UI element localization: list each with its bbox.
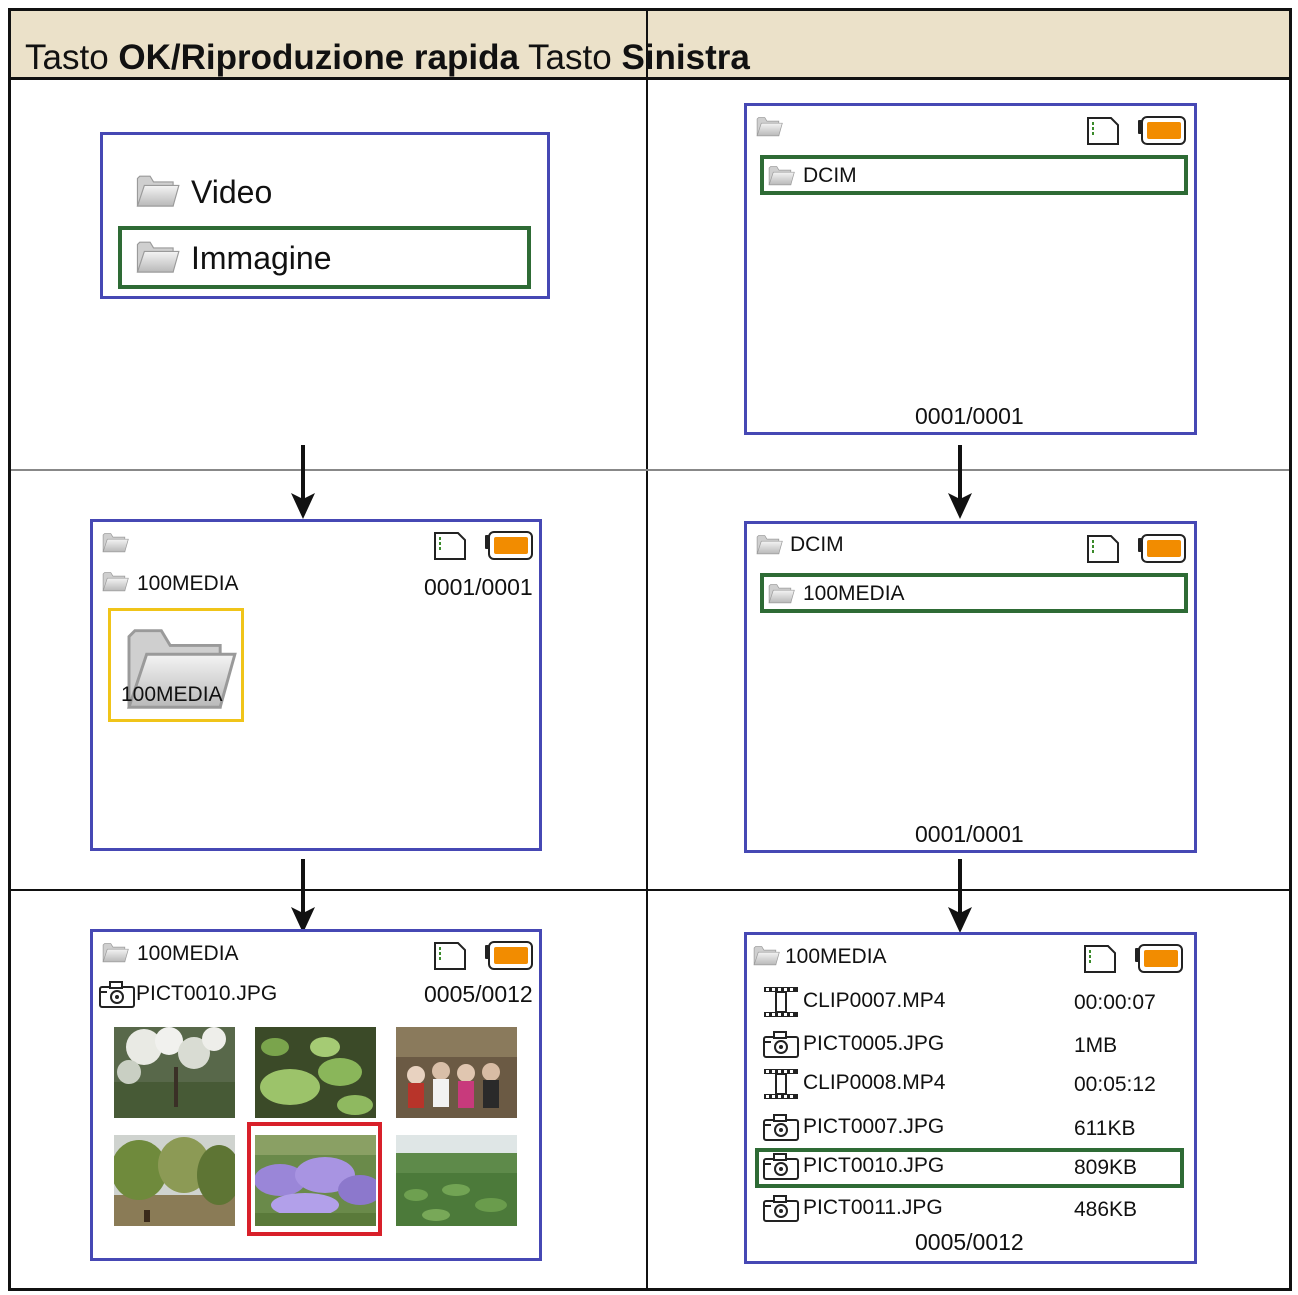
- screen-dcim: [744, 521, 1197, 853]
- header-title: Tasto OK/Riproduzione rapida Tasto Sinis…: [25, 38, 750, 78]
- file-name[interactable]: CLIP0007.MP4: [803, 989, 946, 1012]
- thumbnail-2[interactable]: [255, 1027, 376, 1118]
- thumbnail-4[interactable]: [114, 1135, 235, 1226]
- sd-card-icon: [1086, 116, 1120, 146]
- thumbnail-selection-highlight: [247, 1122, 382, 1236]
- folder-icon: [755, 532, 783, 556]
- arrow-down-icon: [291, 859, 315, 933]
- folder-dcim[interactable]: DCIM: [803, 164, 857, 187]
- file-info: 00:00:07: [1074, 991, 1156, 1014]
- header-text-3: Tasto: [518, 38, 622, 77]
- camera-icon: [762, 1029, 800, 1064]
- file-info: 486KB: [1074, 1198, 1138, 1221]
- arrow-down-icon: [948, 859, 972, 933]
- file-name[interactable]: CLIP0008.MP4: [803, 1071, 946, 1094]
- battery-icon: [1134, 944, 1184, 974]
- menu-item-video[interactable]: Video: [191, 174, 273, 210]
- battery-icon: [1137, 534, 1187, 564]
- current-path: 100MEDIA: [137, 942, 239, 965]
- screen-menu: [100, 132, 550, 299]
- header-text-1: Tasto: [25, 38, 119, 77]
- file-info: 611KB: [1074, 1117, 1136, 1140]
- screen-file-list: [744, 932, 1197, 1264]
- grid-divider-horizontal-2: [11, 889, 1289, 891]
- thumbnail-1[interactable]: [114, 1027, 235, 1118]
- arrow-down-icon: [291, 445, 315, 519]
- sd-card-icon: [1086, 534, 1120, 564]
- camera-icon: [98, 979, 136, 1014]
- header-text-4: Sinistra: [621, 38, 750, 77]
- sd-card-icon: [433, 531, 467, 561]
- thumbnail-6[interactable]: [396, 1135, 517, 1226]
- file-name[interactable]: PICT0005.JPG: [803, 1032, 945, 1055]
- page-counter: 0001/0001: [424, 574, 533, 600]
- folder-icon: [101, 940, 129, 964]
- file-name[interactable]: PICT0007.JPG: [803, 1115, 945, 1138]
- film-icon: [762, 986, 800, 1023]
- outer-frame: [8, 8, 1292, 1291]
- folder-selection-highlight: [760, 573, 1188, 613]
- folder-icon: [134, 170, 180, 210]
- camera-icon: [762, 1112, 800, 1147]
- battery-icon: [484, 531, 534, 561]
- arrow-down-icon: [948, 445, 972, 519]
- menu-selection-highlight: [118, 226, 531, 289]
- thumbnail-selection-highlight: [108, 608, 244, 722]
- page-counter: 0005/0012: [915, 1229, 1024, 1255]
- grid-divider-horizontal-1: [11, 469, 1289, 471]
- camera-icon: [762, 1193, 800, 1228]
- file-selection-highlight: [755, 1148, 1184, 1188]
- file-info: 809KB: [1074, 1156, 1138, 1179]
- file-name[interactable]: PICT0011.JPG: [803, 1196, 943, 1219]
- file-info: 00:05:12: [1074, 1073, 1156, 1096]
- battery-icon: [1137, 116, 1187, 146]
- folder-icon: [134, 236, 180, 276]
- folder-icon: [101, 530, 129, 554]
- folder-icon: [767, 163, 795, 187]
- current-path: DCIM: [790, 533, 844, 556]
- current-file: PICT0010.JPG: [136, 982, 278, 1005]
- folder-icon: [752, 943, 780, 967]
- thumbnail-3[interactable]: [396, 1027, 517, 1118]
- file-info: 1MB: [1074, 1034, 1118, 1057]
- folder-100media[interactable]: 100MEDIA: [803, 582, 905, 605]
- folder-thumb-label: 100MEDIA: [121, 683, 223, 706]
- thumbnail-5-selected[interactable]: [255, 1135, 376, 1226]
- folder-selection-highlight: [760, 155, 1188, 195]
- folder-icon: [101, 569, 129, 593]
- page-counter: 0001/0001: [915, 403, 1024, 429]
- page-counter: 0005/0012: [424, 981, 533, 1007]
- current-path: 100MEDIA: [785, 945, 887, 968]
- film-icon: [762, 1068, 800, 1105]
- screen-root: [744, 103, 1197, 435]
- folder-large-icon[interactable]: [120, 616, 238, 716]
- folder-icon: [767, 581, 795, 605]
- menu-item-immagine[interactable]: Immagine: [191, 240, 332, 276]
- camera-icon: [762, 1151, 800, 1186]
- sd-card-icon: [433, 941, 467, 971]
- header-text-2: OK/Riproduzione rapida: [118, 38, 519, 77]
- battery-icon: [484, 941, 534, 971]
- current-path: 100MEDIA: [137, 572, 239, 595]
- grid-divider-vertical: [646, 11, 648, 1291]
- sd-card-icon: [1083, 944, 1117, 974]
- folder-icon: [755, 114, 783, 138]
- file-name[interactable]: PICT0010.JPG: [803, 1154, 945, 1177]
- page-counter: 0001/0001: [915, 821, 1024, 847]
- header-bar: Tasto OK/Riproduzione rapida Tasto Sinis…: [11, 11, 1289, 80]
